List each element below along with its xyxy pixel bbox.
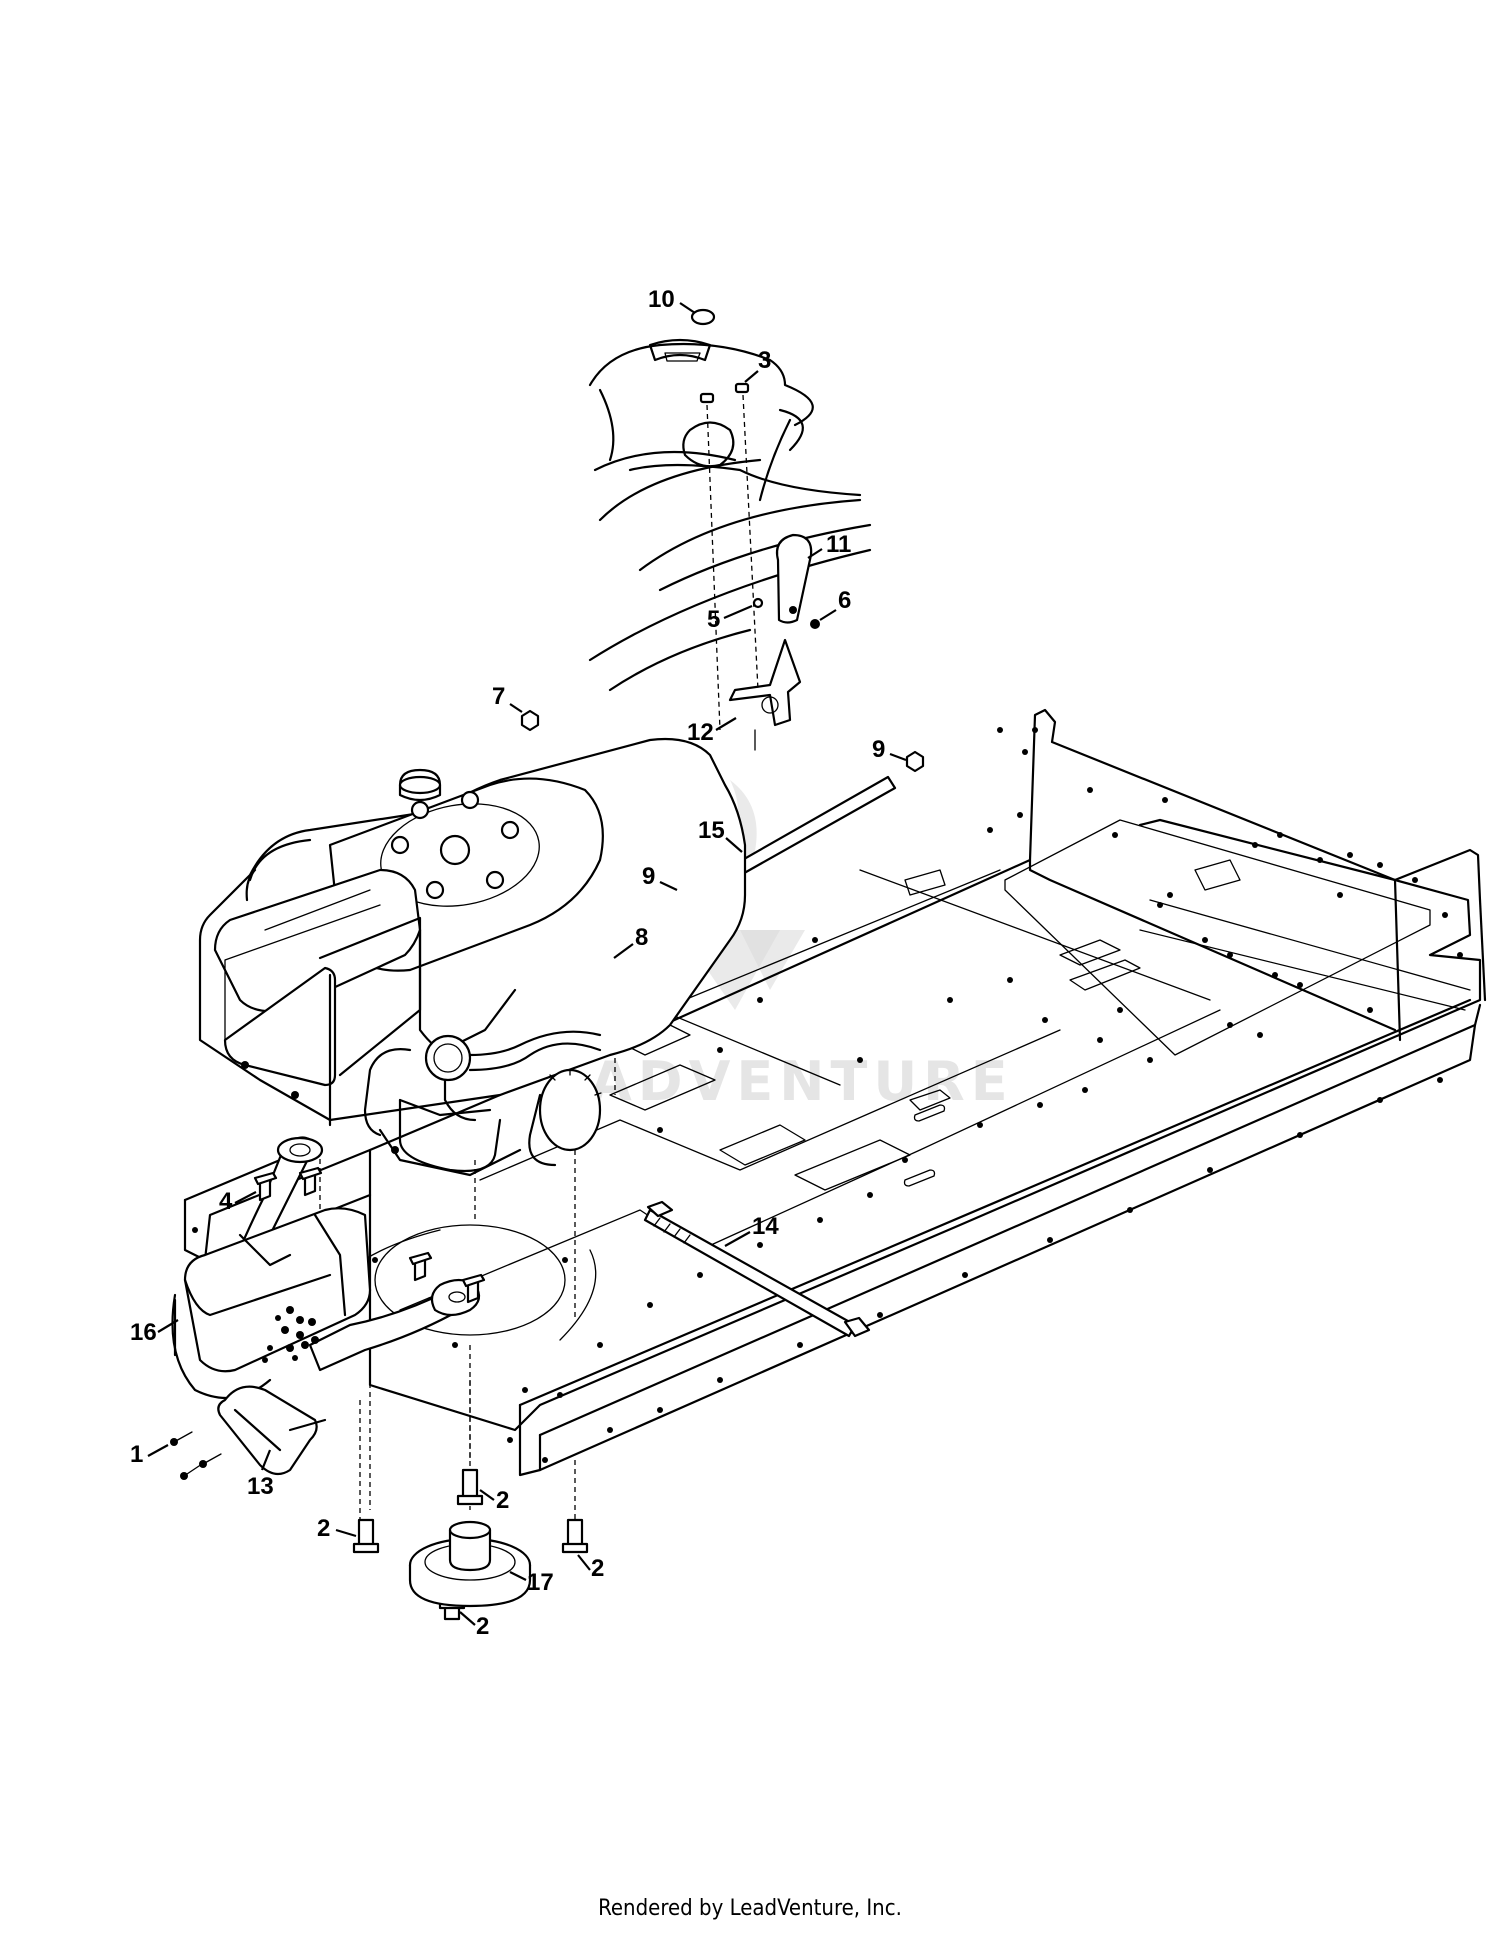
throttle-control <box>728 638 802 751</box>
alignment-lines <box>319 394 759 1530</box>
callout-1: 1 <box>130 1441 143 1468</box>
screws-1 <box>170 1431 222 1480</box>
callout-2d: 2 <box>476 1613 489 1640</box>
callout-15: 15 <box>698 817 725 844</box>
callout-2b: 2 <box>317 1515 330 1542</box>
muffler-assembly <box>171 1136 481 1400</box>
dash-assembly <box>588 338 872 692</box>
throttle-knob <box>775 533 813 624</box>
bolts-4 <box>253 1166 486 1304</box>
callout-14: 14 <box>752 1213 779 1240</box>
callout-9a: 9 <box>872 736 885 763</box>
nut-9-a <box>905 750 925 773</box>
cap-plug <box>690 308 716 326</box>
nut-7 <box>520 709 540 732</box>
callout-4: 4 <box>219 1188 233 1215</box>
callouts: 10 3 11 5 6 12 7 9 15 9 8 4 14 16 1 13 2 <box>130 286 907 1640</box>
threaded-rod <box>643 1200 871 1338</box>
callout-11: 11 <box>826 531 851 558</box>
callout-2c: 2 <box>591 1555 604 1582</box>
nut-6 <box>810 619 820 629</box>
callout-12: 12 <box>687 719 714 746</box>
pulley <box>408 1520 532 1608</box>
screw-pair <box>699 382 750 404</box>
deflector <box>217 1385 327 1476</box>
engine <box>198 737 747 1177</box>
callout-5: 5 <box>707 606 720 633</box>
footer-credit: Rendered by LeadVenture, Inc. <box>598 1896 902 1921</box>
callout-16: 16 <box>130 1319 157 1346</box>
watermark-text: ADVENTURE <box>590 1050 1014 1113</box>
callout-3: 3 <box>758 347 771 374</box>
callout-17: 17 <box>527 1569 554 1596</box>
callout-6: 6 <box>838 587 851 614</box>
callout-10: 10 <box>648 286 675 313</box>
callout-2a: 2 <box>496 1487 509 1514</box>
callout-9b: 9 <box>642 863 655 890</box>
callout-7: 7 <box>492 683 505 710</box>
nut-5 <box>752 597 764 609</box>
callout-8: 8 <box>635 924 648 951</box>
callout-13: 13 <box>247 1473 274 1500</box>
